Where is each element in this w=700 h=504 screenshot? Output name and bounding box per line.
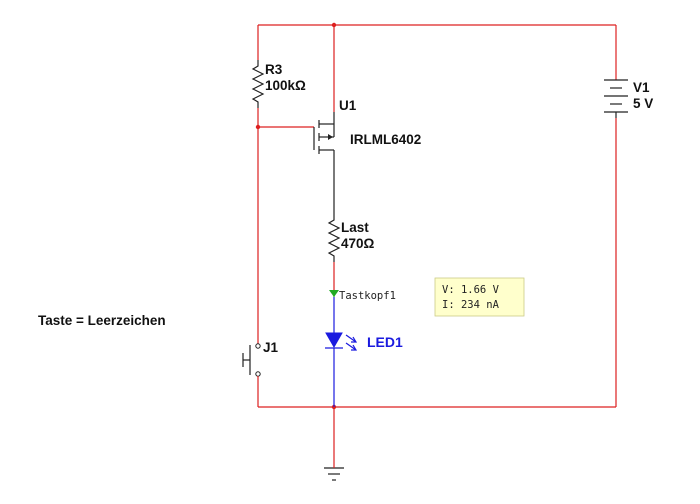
v1-value-label: 5 V: [633, 96, 653, 111]
u1-name-label: U1: [339, 98, 357, 113]
probe-current-label: I: 234 nA: [442, 299, 500, 311]
junction-top: [331, 22, 337, 28]
last-name-label: Last: [341, 220, 369, 235]
battery-v1[interactable]: V1 5 V: [604, 79, 653, 118]
ground-symbol: [324, 462, 344, 481]
probe-marker-icon: [329, 290, 339, 297]
resistor-last-symbol: [327, 214, 341, 262]
r3-value-label: 100kΩ: [265, 78, 306, 93]
mosfet-arrow-icon: [328, 134, 333, 140]
probe-name-label: Tastkopf1: [339, 290, 396, 302]
u1-part-label: IRLML6402: [350, 132, 421, 147]
led-triangle-icon: [325, 332, 343, 349]
mosfet-u1[interactable]: U1 IRLML6402: [313, 98, 421, 214]
j1-bottom-contact: [255, 371, 261, 377]
switch-j1[interactable]: J1: [242, 338, 279, 380]
resistor-r3-symbol: [251, 60, 265, 108]
v1-name-label: V1: [633, 80, 650, 95]
wires-red: [255, 22, 617, 462]
last-value-label: 470Ω: [341, 236, 375, 251]
probe-voltage-label: V: 1.66 V: [442, 284, 500, 296]
resistor-last[interactable]: Last 470Ω: [327, 214, 375, 262]
probe-readout-box: [434, 277, 525, 317]
j1-name-label: J1: [263, 340, 279, 355]
resistor-r3[interactable]: R3 100kΩ: [251, 60, 306, 108]
led-ray-1-head: [351, 336, 358, 343]
led-led1[interactable]: LED1: [325, 297, 403, 407]
junction-gate: [255, 124, 261, 130]
r3-name-label: R3: [265, 62, 283, 77]
probe-tastkopf1[interactable]: Tastkopf1 V: 1.66 V I: 234 nA: [329, 277, 525, 317]
led-ray-2-head: [351, 344, 358, 351]
caption-text: Taste = Leerzeichen: [38, 313, 166, 328]
led-ray-1: [345, 334, 357, 343]
led1-name-label: LED1: [367, 334, 403, 350]
j1-top-contact: [255, 343, 261, 349]
led-ray-2: [345, 342, 357, 351]
